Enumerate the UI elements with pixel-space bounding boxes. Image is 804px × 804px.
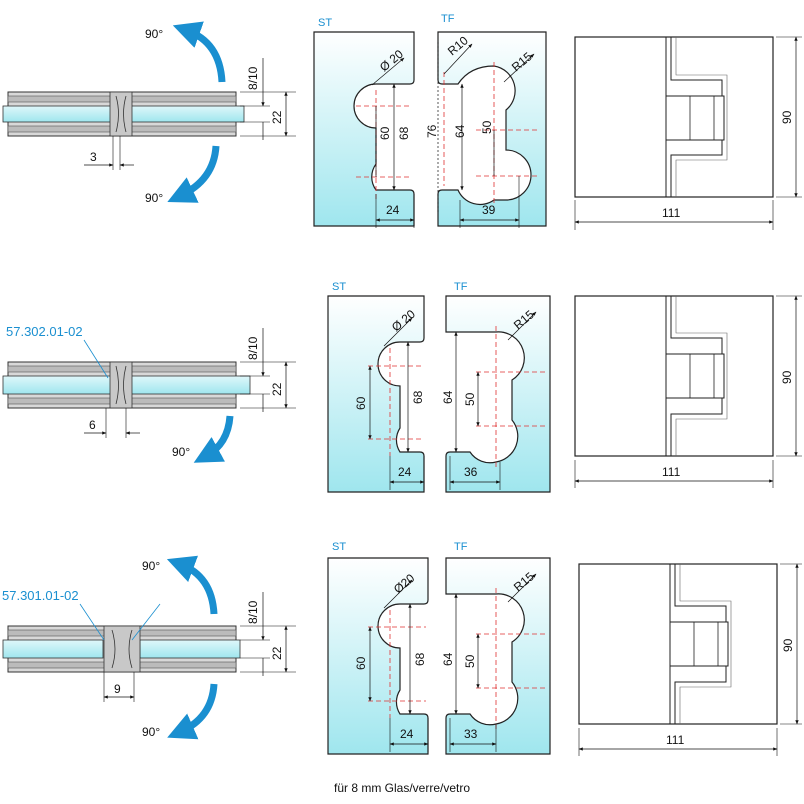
rotation-arrow-bottom-icon — [193, 415, 234, 463]
tf-width-label: 33 — [464, 727, 478, 741]
part-number-label: 57.301.01-02 — [2, 588, 79, 603]
dim-thickness-label: 8/10 — [246, 600, 260, 624]
caption: für 8 mm Glas/verre/vetro — [334, 781, 470, 795]
side-view-row-3: 8/10 22 9 57.301.01-02 90° 90° — [2, 555, 296, 740]
dim-thickness-label: 8/10 — [246, 66, 260, 90]
tf-height-3-label: 50 — [463, 392, 477, 406]
tf-plate-row-2: TF R15 64 50 36 — [441, 281, 551, 493]
st-width-label: 24 — [386, 203, 400, 217]
dim-gap-label: 9 — [114, 682, 121, 696]
st-plate-row-2: ST Ø 20 60 68 24 — [327, 281, 425, 493]
tf-label: TF — [454, 541, 468, 553]
angle-top-label: 90° — [145, 27, 163, 41]
rotation-arrow-top-icon — [166, 555, 218, 615]
row-2: 8/10 22 6 57.302.01-02 90° ST Ø 20 60 68 — [2, 281, 802, 493]
tf-label: TF — [441, 13, 455, 25]
dim-thickness-label: 8/10 — [246, 336, 260, 360]
tf-plate-row-1: TF R10 R15 76 64 50 39 — [425, 13, 547, 228]
hinge-height-label: 90 — [781, 638, 795, 652]
tf-height-1-label: 76 — [425, 124, 439, 138]
hinge-view-row-3: 111 90 — [578, 563, 802, 756]
st-plate-row-3: ST Ø20 60 68 24 — [327, 541, 429, 755]
st-height-1-label: 60 — [354, 396, 368, 410]
st-height-2-label: 68 — [413, 652, 427, 666]
st-width-label: 24 — [398, 465, 412, 479]
part-number-label: 57.302.01-02 — [6, 324, 83, 339]
row-3: 8/10 22 9 57.301.01-02 90° 90° ST Ø20 60 — [2, 541, 802, 756]
tf-height-3-label: 50 — [480, 120, 494, 134]
dim-gap-label: 3 — [90, 150, 97, 164]
dim-width-label: 22 — [270, 646, 284, 660]
tf-height-3-label: 50 — [463, 654, 477, 668]
dim-gap-label: 6 — [89, 418, 96, 432]
st-height-2-label: 68 — [397, 126, 411, 140]
hinge-height-label: 90 — [780, 370, 794, 384]
hinge-view-row-1: 111 90 — [574, 36, 802, 230]
tf-width-label: 39 — [482, 203, 496, 217]
dim-width-label: 22 — [270, 382, 284, 396]
tf-height-2-label: 64 — [453, 124, 467, 138]
tf-width-label: 36 — [464, 465, 478, 479]
st-label: ST — [332, 281, 346, 293]
st-label: ST — [332, 541, 346, 553]
hinge-height-label: 90 — [780, 110, 794, 124]
st-label: ST — [318, 17, 332, 29]
st-height-1-label: 60 — [378, 126, 392, 140]
st-height-2-label: 68 — [411, 390, 425, 404]
side-view-row-2: 8/10 22 6 57.302.01-02 90° — [2, 324, 296, 463]
rotation-arrow-bottom-icon — [167, 145, 220, 203]
rotation-arrow-top-icon — [172, 21, 226, 83]
angle-bottom-label: 90° — [145, 191, 163, 205]
hinge-width-label: 111 — [662, 465, 681, 479]
row-1: 8/10 22 3 90° 90° ST Ø 20 60 68 — [2, 13, 802, 230]
st-width-label: 24 — [400, 727, 414, 741]
rotation-arrow-bottom-icon — [167, 683, 218, 740]
dim-width-label: 22 — [270, 110, 284, 124]
hinge-width-label: 111 — [666, 733, 685, 747]
side-view-row-1: 8/10 22 3 90° 90° — [2, 21, 296, 205]
tf-plate-row-3: TF R15 64 50 33 — [441, 541, 551, 755]
tf-label: TF — [454, 281, 468, 293]
hinge-width-label: 111 — [662, 206, 681, 220]
st-height-1-label: 60 — [354, 656, 368, 670]
tf-height-2-label: 64 — [441, 390, 455, 404]
st-plate-row-1: ST Ø 20 60 68 24 — [313, 17, 415, 228]
angle-top-label: 90° — [142, 559, 160, 573]
hinge-view-row-2: 111 90 — [574, 295, 802, 488]
angle-bottom-label: 90° — [142, 725, 160, 739]
tf-height-2-label: 64 — [441, 652, 455, 666]
angle-bottom-label: 90° — [172, 445, 190, 459]
